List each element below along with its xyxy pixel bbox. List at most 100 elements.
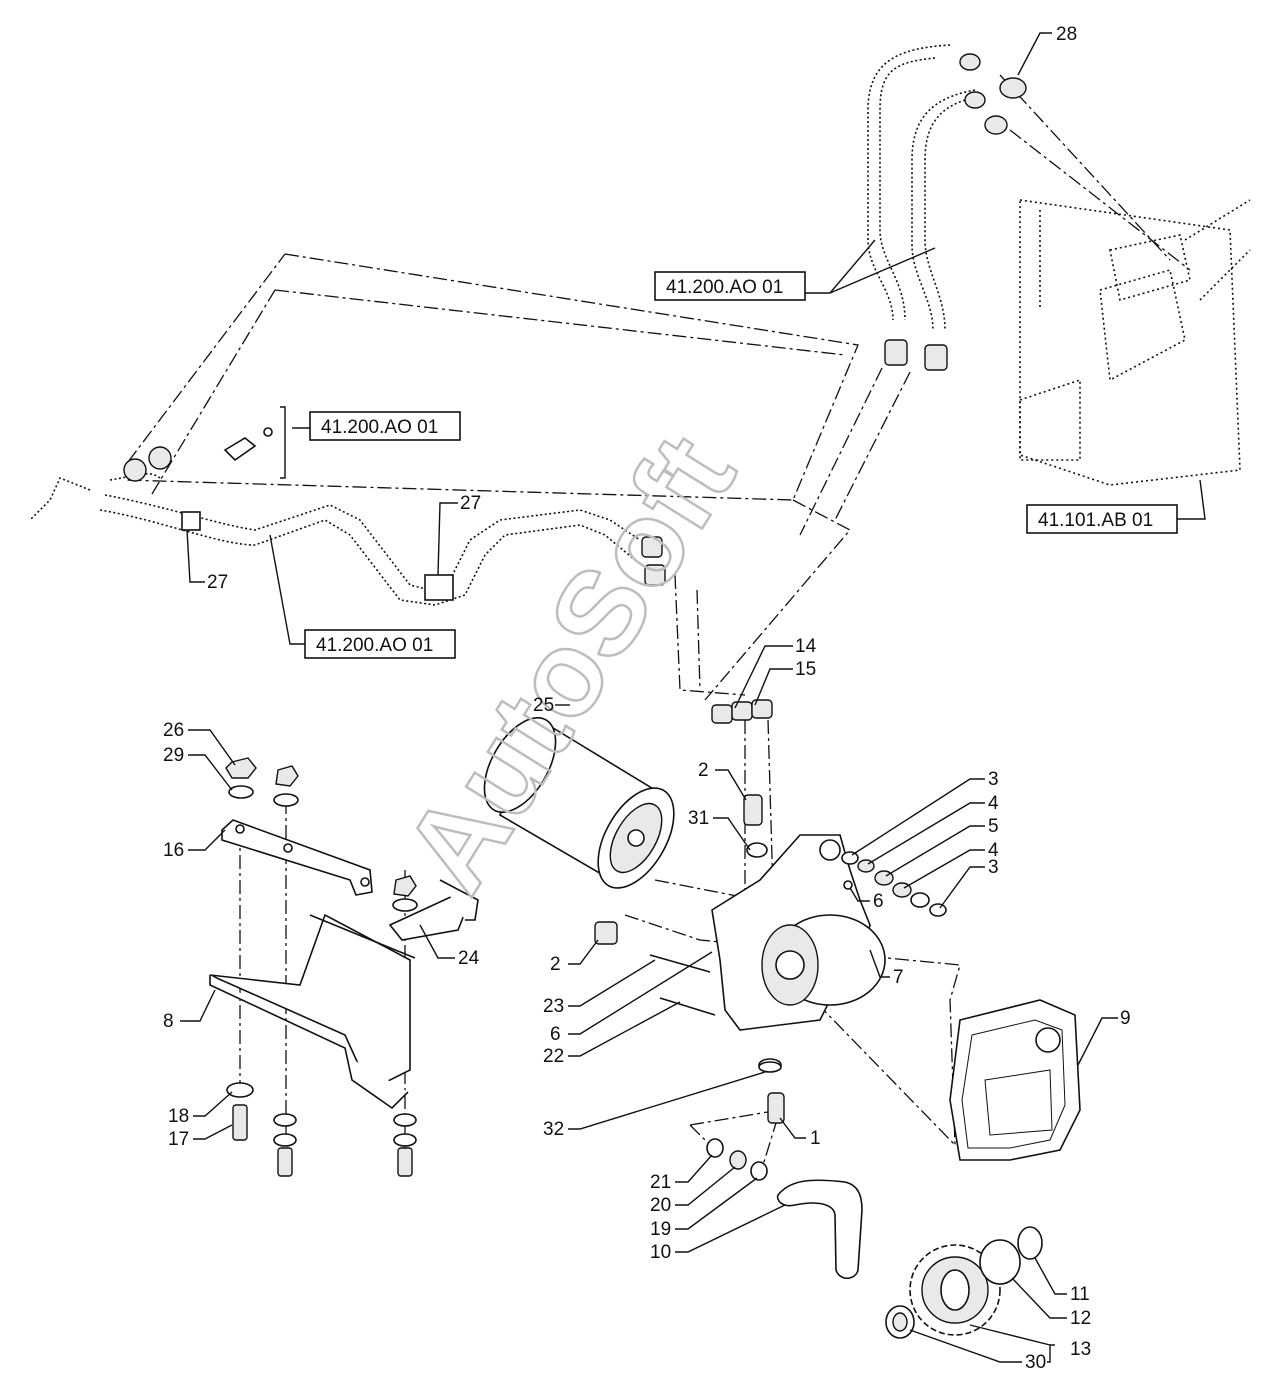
- svg-text:41.101.AB 01: 41.101.AB 01: [1038, 510, 1153, 531]
- svg-text:27: 27: [207, 572, 228, 593]
- callout-24[interactable]: 24: [419, 924, 480, 969]
- callout-2-lower[interactable]: 2: [550, 939, 599, 975]
- svg-text:4: 4: [988, 840, 999, 861]
- svg-text:2: 2: [698, 760, 709, 781]
- svg-text:22: 22: [543, 1046, 564, 1067]
- svg-text:8: 8: [163, 1011, 174, 1032]
- svg-text:41.200.AO 01: 41.200.AO 01: [321, 417, 438, 438]
- callout-11[interactable]: 11: [1034, 1257, 1090, 1305]
- svg-text:26: 26: [163, 720, 184, 741]
- callout-22[interactable]: 22: [543, 1001, 681, 1067]
- union-fittings: [711, 699, 773, 724]
- washers-lower: [706, 1138, 768, 1181]
- svg-text:17: 17: [168, 1129, 189, 1150]
- svg-text:16: 16: [163, 840, 184, 861]
- callout-28[interactable]: 28: [1017, 24, 1077, 76]
- o-ring-32: [758, 1061, 782, 1073]
- callout-23[interactable]: 23: [543, 959, 656, 1017]
- hose-assembly: [29, 44, 976, 606]
- svg-text:7: 7: [893, 967, 904, 988]
- svg-text:6: 6: [550, 1024, 561, 1045]
- callout-15[interactable]: 15: [754, 659, 816, 706]
- svg-text:20: 20: [650, 1195, 671, 1216]
- bracket-24: [388, 879, 479, 941]
- svg-text:23: 23: [543, 996, 564, 1017]
- svg-text:25: 25: [533, 695, 554, 716]
- callout-17[interactable]: 17: [168, 1124, 233, 1150]
- svg-text:27: 27: [460, 493, 481, 514]
- callout-27-lower[interactable]: 27: [186, 529, 228, 593]
- svg-text:12: 12: [1070, 1308, 1091, 1329]
- callout-10[interactable]: 10: [650, 1204, 786, 1263]
- reference-box-hose-bottom[interactable]: 41.200.AO 01: [269, 534, 456, 659]
- upper-hose-fittings: [123, 53, 1027, 601]
- svg-text:21: 21: [650, 1172, 671, 1193]
- svg-text:11: 11: [1070, 1284, 1090, 1305]
- svg-text:32: 32: [543, 1119, 564, 1140]
- reference-box-hose-top[interactable]: 41.200.AO 01: [654, 239, 936, 301]
- bracket-16: [221, 819, 373, 896]
- svg-text:41.200.AO 01: 41.200.AO 01: [316, 635, 433, 656]
- callout-9[interactable]: 9: [1077, 1008, 1131, 1066]
- svg-text:14: 14: [795, 636, 817, 657]
- reference-box-frame[interactable]: 41.101.AB 01: [1026, 479, 1206, 534]
- callout-14[interactable]: 14: [734, 636, 817, 709]
- callouts: 28 27 27 14 15 25 26 29 16 24 8 18 17 2 …: [163, 24, 1131, 1373]
- callout-20[interactable]: 20: [650, 1166, 736, 1216]
- oil-pump: [711, 834, 886, 1031]
- svg-text:41.200.AO 01: 41.200.AO 01: [666, 277, 783, 298]
- svg-text:31: 31: [688, 808, 709, 829]
- svg-text:15: 15: [795, 659, 816, 680]
- svg-text:6: 6: [873, 891, 884, 912]
- svg-text:1: 1: [810, 1128, 821, 1149]
- callout-18[interactable]: 18: [168, 1091, 233, 1127]
- callout-25[interactable]: 25: [533, 695, 570, 716]
- callout-3-upper[interactable]: 3: [851, 769, 999, 856]
- svg-text:4: 4: [988, 793, 999, 814]
- callout-32[interactable]: 32: [543, 1071, 766, 1140]
- frame-section: [1019, 199, 1251, 486]
- callout-8[interactable]: 8: [163, 989, 216, 1032]
- callout-13[interactable]: 13: [969, 1324, 1091, 1363]
- assembly-lines: [124, 74, 1191, 1176]
- svg-text:5: 5: [988, 816, 999, 837]
- callout-29[interactable]: 29: [163, 745, 233, 791]
- svg-text:19: 19: [650, 1219, 671, 1240]
- svg-text:29: 29: [163, 745, 184, 766]
- callout-19[interactable]: 19: [650, 1177, 758, 1240]
- callout-12[interactable]: 12: [1011, 1277, 1091, 1329]
- callout-31[interactable]: 31: [688, 808, 751, 851]
- svg-text:24: 24: [458, 948, 480, 969]
- callout-5[interactable]: 5: [885, 816, 999, 877]
- svg-text:10: 10: [650, 1242, 671, 1263]
- callout-1[interactable]: 1: [779, 1117, 821, 1149]
- callout-4-upper[interactable]: 4: [867, 793, 999, 865]
- svg-text:3: 3: [988, 769, 999, 790]
- callout-27-upper[interactable]: 27: [437, 493, 481, 576]
- callout-7[interactable]: 7: [869, 949, 904, 988]
- guard-plate: [209, 913, 416, 1110]
- callout-3-lower[interactable]: 3: [939, 857, 999, 909]
- gasket: [949, 999, 1081, 1161]
- drive-gear: [885, 1226, 1043, 1339]
- callout-6-upper[interactable]: 6: [849, 887, 884, 912]
- svg-text:9: 9: [1120, 1008, 1131, 1029]
- callout-16[interactable]: 16: [163, 829, 226, 861]
- nut-washer: [225, 757, 418, 912]
- svg-text:2: 2: [550, 954, 561, 975]
- reference-box-hose-left[interactable]: 41.200.AO 01: [280, 406, 461, 479]
- svg-text:13: 13: [1070, 1339, 1091, 1360]
- svg-text:28: 28: [1056, 24, 1077, 45]
- callout-26[interactable]: 26: [163, 720, 236, 766]
- callout-6-lower[interactable]: 6: [550, 951, 713, 1045]
- svg-text:30: 30: [1025, 1352, 1046, 1373]
- suction-pipe: [776, 1179, 863, 1280]
- oil-filter: [483, 717, 675, 889]
- callout-4-lower[interactable]: 4: [903, 840, 999, 889]
- callout-30[interactable]: 30: [909, 1329, 1046, 1373]
- svg-text:18: 18: [168, 1106, 189, 1127]
- callout-2-upper[interactable]: 2: [698, 760, 747, 801]
- svg-text:3: 3: [988, 857, 999, 878]
- callout-21[interactable]: 21: [650, 1154, 713, 1193]
